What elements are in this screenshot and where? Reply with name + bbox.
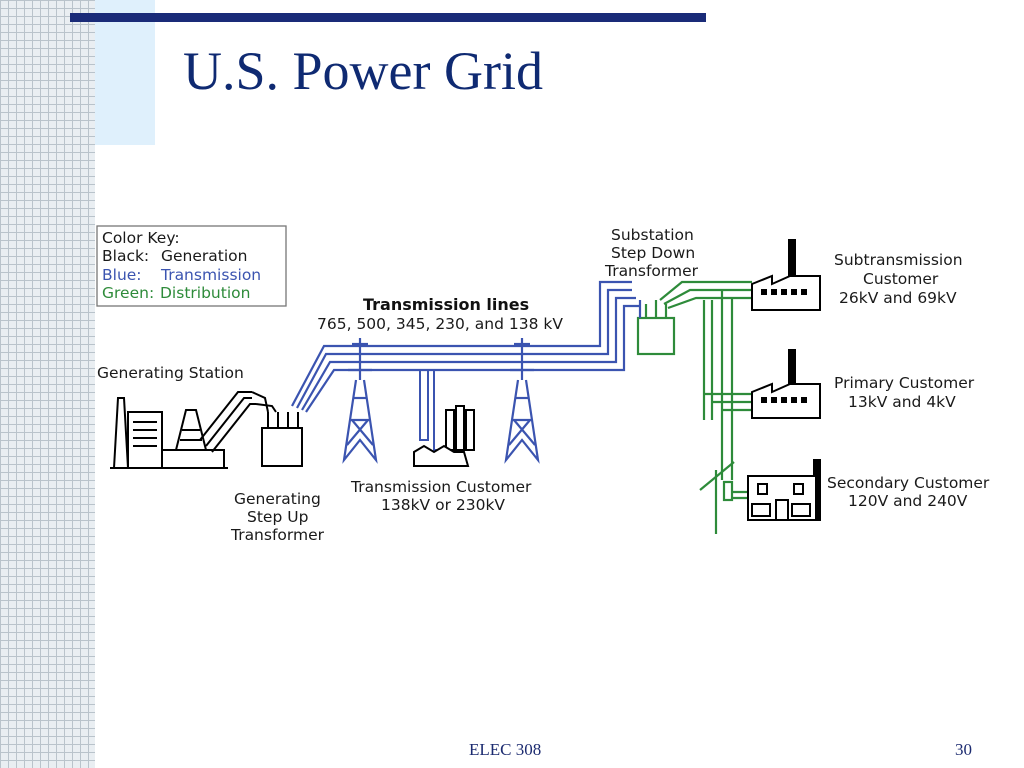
key-heading: Color Key: <box>102 229 180 247</box>
step-up-transformer <box>251 391 303 467</box>
distribution-lines <box>659 280 752 534</box>
key-blue-name: Blue: <box>102 266 142 284</box>
color-key: Color Key: Black: Generation Blue: Trans… <box>96 225 287 307</box>
key-black-name: Black: <box>102 247 149 265</box>
page-number: 30 <box>955 740 972 759</box>
key-black-value: Generation <box>161 247 247 265</box>
transmission-customer-label-2: 138kV or 230kV <box>381 496 505 514</box>
title-rule <box>70 13 706 22</box>
generating-station-label: Generating Station <box>97 364 244 382</box>
step-up-label-3: Transformer <box>230 526 325 544</box>
subtransmission-label-3: 26kV and 69kV <box>839 289 957 307</box>
transmission-voltages-label: 765, 500, 345, 230, and 138 kV <box>317 315 563 333</box>
transmission-customer-factory <box>413 370 475 467</box>
slide-title: U.S. Power Grid <box>183 41 543 101</box>
key-green-value: Distribution <box>160 284 250 302</box>
secondary-customer-label-2: 120V and 240V <box>848 492 968 510</box>
substation-label-3: Transformer <box>604 262 699 280</box>
generating-station <box>110 391 256 469</box>
primary-customer-label-1: Primary Customer <box>834 374 975 392</box>
substation-transformer <box>636 300 676 356</box>
subtransmission-customer-factory <box>751 239 821 311</box>
transmission-tower-2 <box>504 338 540 464</box>
primary-customer-label-2: 13kV and 4kV <box>848 393 956 411</box>
primary-customer-factory <box>751 349 821 419</box>
subtransmission-label-2: Customer <box>863 270 939 288</box>
key-blue-value: Transmission <box>160 266 261 284</box>
substation-label-1: Substation <box>611 226 694 244</box>
secondary-customer-label-1: Secondary Customer <box>827 474 990 492</box>
transmission-customer-label-1: Transmission Customer <box>350 478 532 496</box>
key-green-name: Green: <box>102 284 154 302</box>
footer-course: ELEC 308 <box>469 740 542 759</box>
substation-label-2: Step Down <box>611 244 695 262</box>
transmission-lines <box>291 280 640 413</box>
step-up-label-1: Generating <box>234 490 321 508</box>
grid-pattern-strip <box>0 0 95 768</box>
step-up-label-2: Step Up <box>247 508 308 526</box>
title-accent-panel <box>95 0 155 145</box>
transmission-lines-label: Transmission lines <box>363 295 529 314</box>
subtransmission-label-1: Subtransmission <box>834 251 963 269</box>
secondary-customer-house <box>747 459 821 521</box>
transmission-tower-1 <box>342 338 378 464</box>
